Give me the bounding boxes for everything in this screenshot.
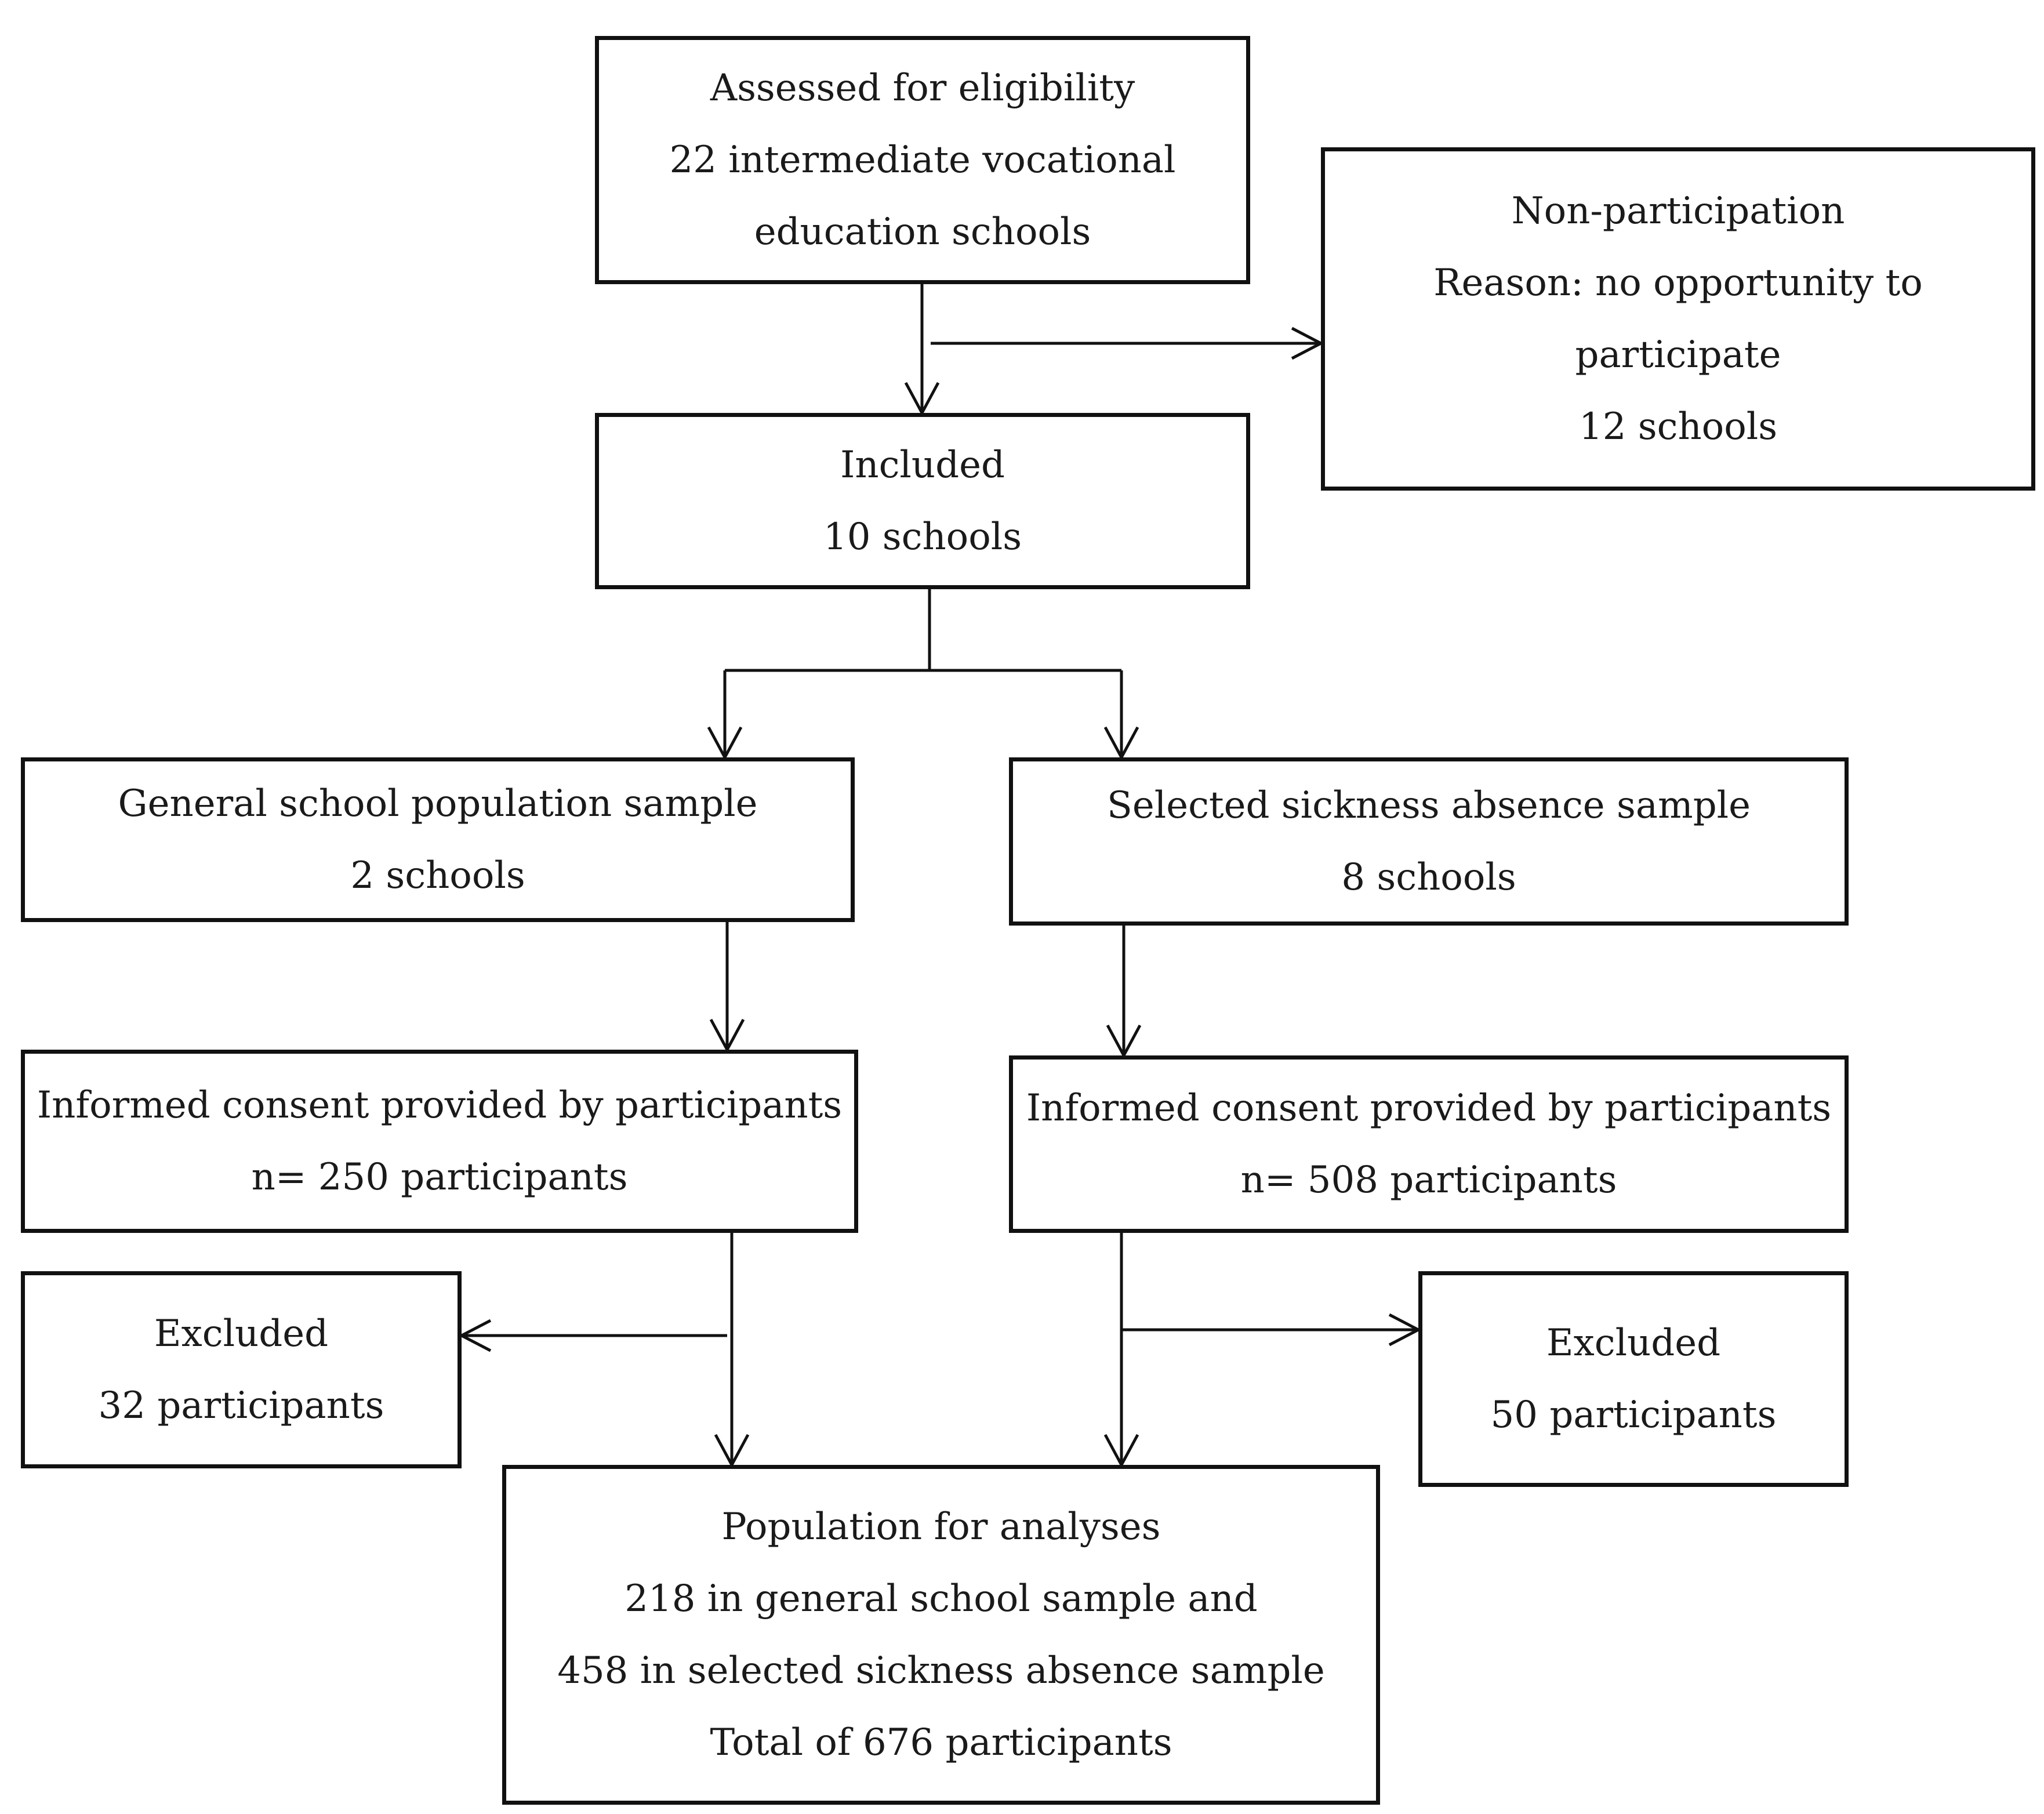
non-participation-reason: Reason: no opportunity to — [1433, 262, 1923, 304]
consent-general-count: n= 250 participants — [251, 1156, 628, 1199]
included-heading: Included — [840, 444, 1005, 487]
excluded-general-heading: Excluded — [154, 1312, 329, 1355]
box-sickness-sample: Selected sickness absence sample 8 schoo… — [1009, 757, 1849, 926]
eligibility-line-2: 22 intermediate vocational — [669, 139, 1176, 182]
excluded-sickness-count: 50 participants — [1490, 1394, 1777, 1436]
box-non-participation: Non-participation Reason: no opportunity… — [1321, 147, 2035, 491]
sickness-sample-heading: Selected sickness absence sample — [1107, 784, 1751, 827]
box-population: Population for analyses 218 in general s… — [502, 1465, 1380, 1805]
population-general-count: 218 in general school sample and — [625, 1577, 1258, 1620]
box-eligibility: Assessed for eligibility 22 intermediate… — [595, 36, 1250, 284]
sickness-sample-count: 8 schools — [1341, 856, 1516, 899]
box-excluded-sickness: Excluded 50 participants — [1418, 1271, 1849, 1487]
excluded-sickness-heading: Excluded — [1546, 1322, 1721, 1365]
general-sample-heading: General school population sample — [118, 782, 758, 825]
box-excluded-general: Excluded 32 participants — [21, 1271, 462, 1468]
general-sample-count: 2 schools — [350, 854, 525, 897]
box-consent-general: Informed consent provided by participant… — [21, 1050, 858, 1233]
population-total: Total of 676 participants — [710, 1721, 1172, 1764]
population-heading: Population for analyses — [721, 1505, 1161, 1548]
consent-sickness-count: n= 508 participants — [1240, 1159, 1617, 1202]
included-count: 10 schools — [823, 516, 1022, 558]
eligibility-heading: Assessed for eligibility — [710, 67, 1135, 110]
non-participation-count: 12 schools — [1578, 405, 1778, 448]
non-participation-heading: Non-participation — [1511, 190, 1845, 233]
box-general-sample: General school population sample 2 schoo… — [21, 757, 855, 922]
box-consent-sickness: Informed consent provided by participant… — [1009, 1055, 1849, 1233]
consent-sickness-heading: Informed consent provided by participant… — [1026, 1087, 1832, 1130]
box-included: Included 10 schools — [595, 413, 1250, 589]
consent-general-heading: Informed consent provided by participant… — [37, 1084, 843, 1127]
arrowhead-excluded-general — [458, 1319, 492, 1352]
non-participation-reason-cont: participate — [1575, 333, 1781, 376]
excluded-general-count: 32 participants — [98, 1384, 384, 1427]
eligibility-line-3: education schools — [754, 211, 1091, 253]
population-sickness-count: 458 in selected sickness absence sample — [557, 1649, 1325, 1692]
